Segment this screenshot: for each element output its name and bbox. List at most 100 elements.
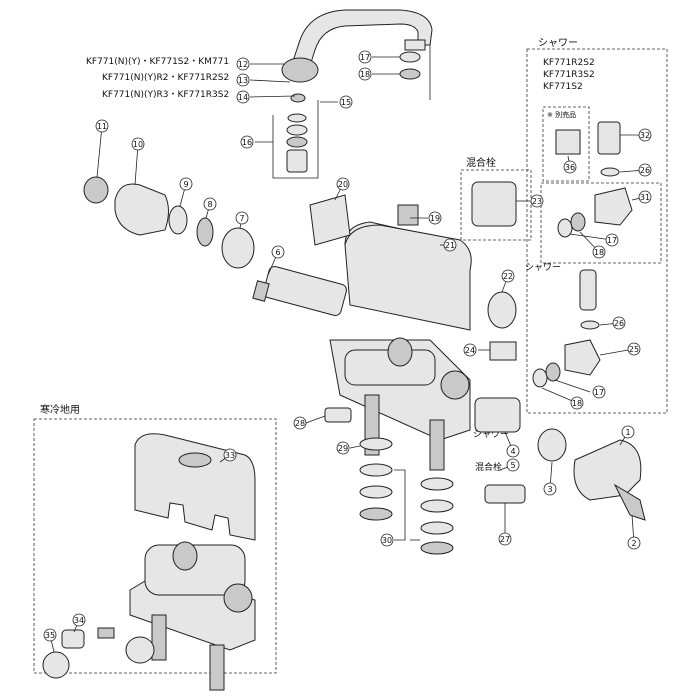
callout-32: 32 [638, 128, 652, 142]
callout-number: 4 [510, 447, 515, 456]
shower-parts-box [526, 48, 668, 414]
callout-6: 6 [271, 245, 285, 259]
nipple-27 [484, 484, 526, 504]
callout-31: 31 [638, 190, 652, 204]
callout-20: 20 [336, 177, 350, 191]
callout-10: 10 [131, 137, 145, 151]
callout-number: 10 [133, 140, 143, 149]
callout-number: 33 [225, 451, 235, 460]
washer-stack-30 [359, 463, 454, 555]
cold-region-cover-33 [134, 433, 256, 541]
shower-inlet-upper [579, 269, 597, 311]
callout-25: 25 [627, 342, 641, 356]
ring-22 [487, 291, 517, 329]
callout-16: 16 [240, 135, 254, 149]
callout-26-alt1: 26 [638, 163, 652, 177]
callout-number: 34 [74, 616, 84, 625]
callout-number: 12 [238, 60, 248, 69]
callout-number: 36 [565, 163, 575, 172]
callout-29: 29 [336, 441, 350, 455]
shower-model-2: KF771R3S2 [543, 70, 595, 80]
upper-o-rings-17-18 [399, 51, 421, 80]
callout-number: 16 [242, 138, 252, 147]
plate-24 [489, 341, 517, 361]
callout-14: 14 [236, 90, 250, 104]
callout-34: 34 [72, 613, 86, 627]
callout-number: 27 [500, 535, 510, 544]
o-rings-17-18-lower [532, 362, 561, 388]
spout-seal-stack [272, 93, 319, 179]
ring-8 [196, 217, 214, 247]
o-rings-17-18-box [557, 212, 586, 238]
callout-13: 13 [236, 73, 250, 87]
callout-number: 6 [275, 248, 280, 257]
callout-12: 12 [236, 57, 250, 71]
model-line-14: KF771(N)(Y)R3・KF771R3S2 [102, 90, 229, 100]
mix-tap-box [460, 169, 532, 241]
callout-35: 35 [43, 628, 57, 642]
callout-number: 20 [338, 180, 348, 189]
fitting-19 [397, 204, 419, 226]
callout-28: 28 [293, 416, 307, 430]
callout-number: 15 [341, 98, 351, 107]
callout-3: 3 [543, 482, 557, 496]
cold-region-body [129, 541, 256, 691]
elbow-31 [594, 187, 633, 226]
callout-number: 14 [238, 93, 248, 102]
callout-18-alt1: 18 [570, 396, 584, 410]
callout-36: 36 [563, 160, 577, 174]
callout-22: 22 [501, 269, 515, 283]
callout-number: 9 [183, 180, 188, 189]
callout-33: 33 [223, 448, 237, 462]
callout-number: 23 [532, 197, 542, 206]
callout-number: 22 [503, 272, 513, 281]
callout-number: 31 [640, 193, 650, 202]
cold-region-box [33, 418, 277, 674]
clip-20 [309, 194, 351, 246]
shower-model-3: KF771S2 [543, 82, 583, 92]
label-5-caption: 混合栓 [475, 461, 502, 473]
callout-2: 2 [627, 536, 641, 550]
callout-number: 28 [295, 419, 305, 428]
cold-region-part-34 [61, 627, 115, 649]
callout-number: 25 [629, 345, 639, 354]
cartridge-4 [474, 397, 521, 433]
callout-30: 30 [380, 533, 394, 547]
callout-24: 24 [463, 343, 477, 357]
part-callouts: 1234567891011121314151617171718181819202… [43, 50, 652, 642]
callout-number: 19 [430, 214, 440, 223]
callout-1: 1 [621, 425, 635, 439]
callout-26: 26 [612, 316, 626, 330]
callout-5: 5 [506, 458, 520, 472]
cover-21 [344, 224, 472, 271]
callout-15: 15 [339, 95, 353, 109]
o-ring-26-lower [580, 320, 600, 330]
adapter-32 [597, 121, 621, 155]
callout-number: 35 [45, 631, 55, 640]
callout-number: 24 [465, 346, 475, 355]
model-line-13: KF771(N)(Y)R2・KF771R2S2 [102, 73, 229, 83]
callout-number: 11 [97, 122, 107, 131]
cap-11 [83, 176, 109, 204]
label-4-caption: シャワー [473, 430, 509, 440]
callout-number: 7 [239, 214, 244, 223]
nut-7 [221, 227, 255, 269]
callout-17-alt1: 17 [592, 385, 606, 399]
callout-18: 18 [358, 67, 372, 81]
ring-9 [168, 205, 188, 235]
callout-18-alt2: 18 [592, 245, 606, 259]
cover-23 [471, 181, 517, 227]
o-ring-26-upper [600, 167, 620, 177]
callout-number: 18 [594, 248, 604, 257]
shower-box-caption: シャワー [538, 38, 578, 49]
callout-9: 9 [179, 177, 193, 191]
mix-tap-caption: 混合栓 [466, 156, 496, 169]
callout-number: 1 [625, 428, 630, 437]
callout-number: 5 [510, 461, 515, 470]
spout-assembly [281, 9, 433, 100]
callout-17-alt2: 17 [605, 233, 619, 247]
callout-19: 19 [428, 211, 442, 225]
cold-region-cap-35 [42, 636, 155, 679]
callout-number: 18 [572, 399, 582, 408]
callout-number: 26 [640, 166, 650, 175]
